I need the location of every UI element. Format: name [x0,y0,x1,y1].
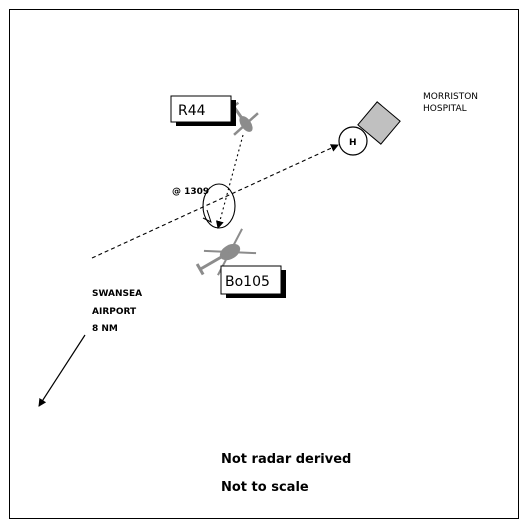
r44-tag-label: R44 [178,103,206,119]
bo105-track-line [92,145,338,258]
hospital-label-line2: HOSPITAL [423,104,467,114]
hospital-label-line1: MORRISTON [423,92,478,102]
helipad-symbol: H [349,138,357,148]
airport-direction-arrow [39,335,85,406]
time-marker-label: @ 1309 [172,187,209,197]
airport-label-line1: SWANSEA [92,289,142,299]
note-not-to-scale: Not to scale [221,480,309,495]
note-not-radar-derived: Not radar derived [221,452,351,467]
r44-track-line [218,135,243,228]
airport-label-line3: 8 NM [92,324,118,334]
bo105-tag-label: Bo105 [225,274,270,290]
airport-label-line2: AIRPORT [92,307,137,317]
diagram-frame [10,10,519,519]
